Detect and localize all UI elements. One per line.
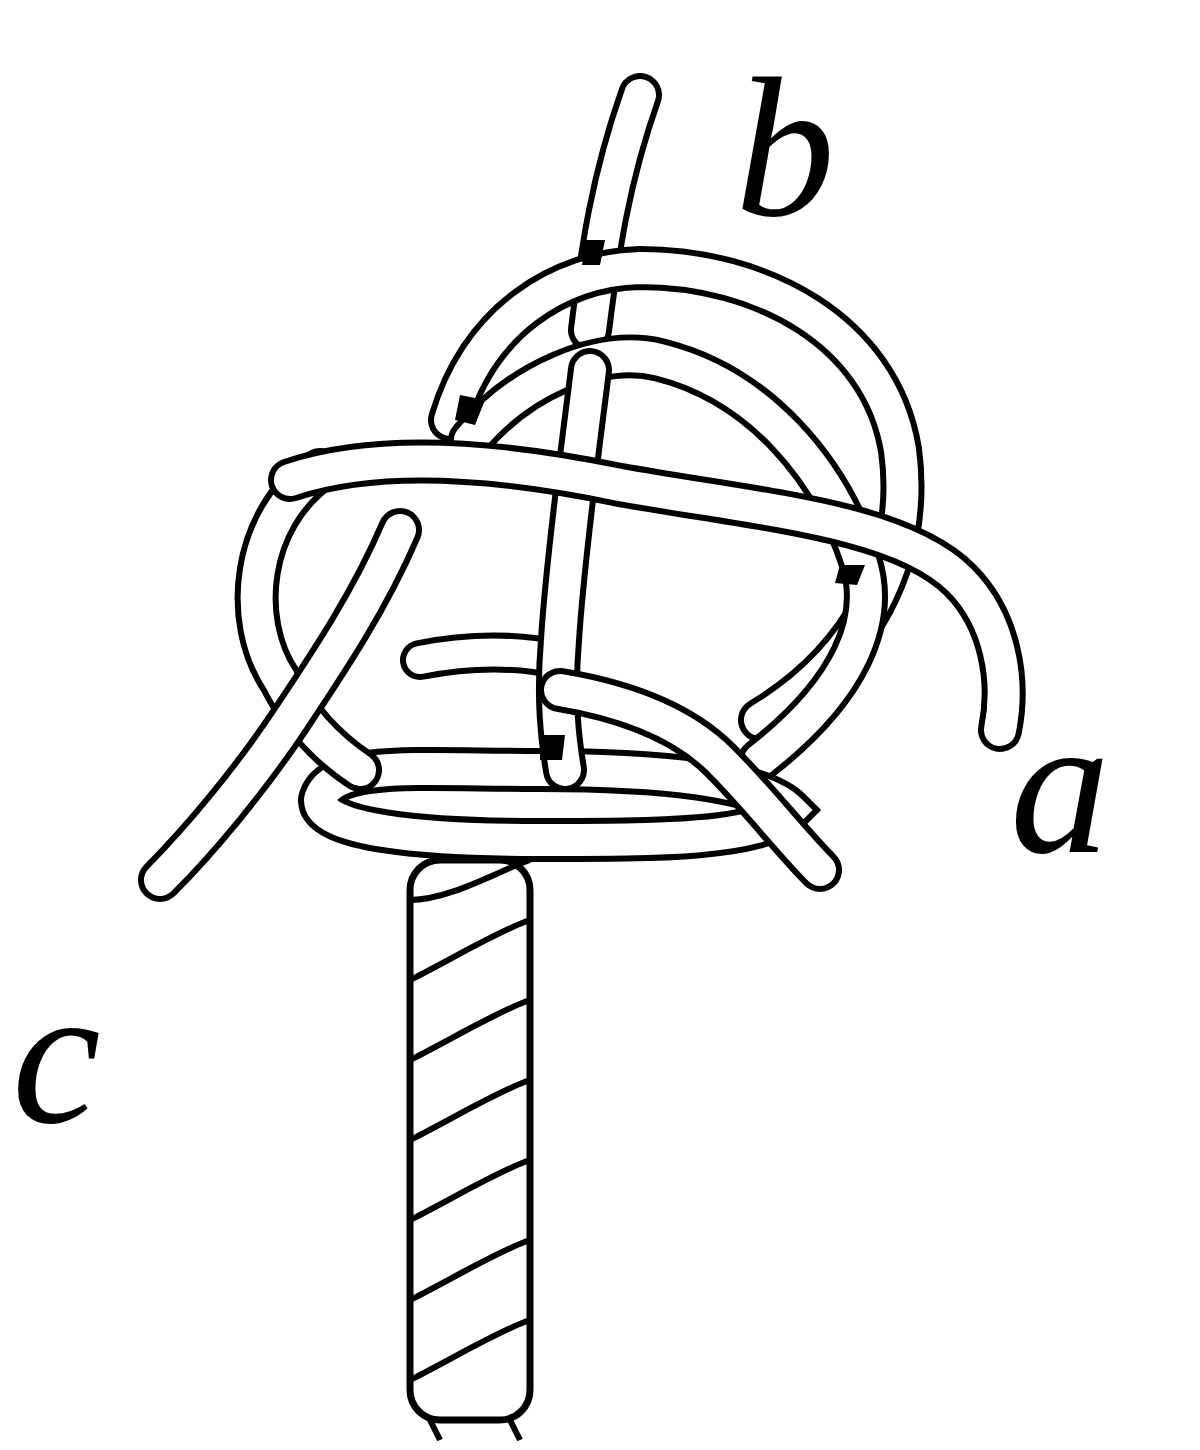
part-letter: a xyxy=(1010,685,1110,885)
knot-strands xyxy=(160,95,1004,880)
part-letter: b xyxy=(735,48,835,248)
part-letter: c xyxy=(12,955,101,1155)
rope-twist xyxy=(410,860,530,1440)
shading xyxy=(455,240,865,760)
rope-stem xyxy=(410,860,530,1420)
